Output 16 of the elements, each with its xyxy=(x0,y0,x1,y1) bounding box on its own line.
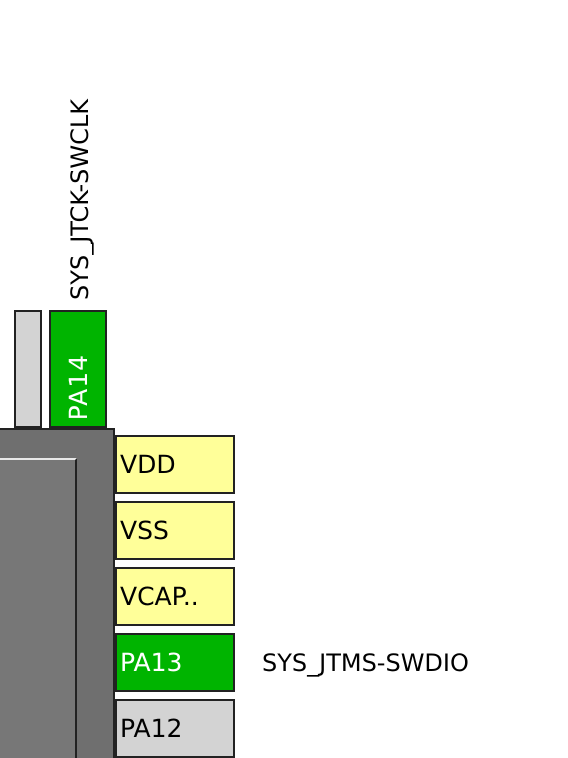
pin-box xyxy=(115,699,235,758)
chip-body xyxy=(0,428,115,758)
pin-box xyxy=(115,435,235,494)
pin-box xyxy=(115,501,235,560)
pin-label: PA13 xyxy=(119,650,182,675)
pin-box xyxy=(115,633,235,692)
pin-label: VSS xyxy=(119,518,169,543)
pin-box xyxy=(49,310,107,428)
pin-box xyxy=(115,567,235,626)
pin-label: PA12 xyxy=(119,716,182,741)
signal-label: SYS_JTMS-SWDIO xyxy=(262,651,469,675)
pin-label: PA14 xyxy=(66,354,90,420)
pin-label: VDD xyxy=(119,452,176,477)
pin-box xyxy=(14,310,42,428)
signal-label: SYS_JTCK-SWCLK xyxy=(68,99,92,300)
pin-label: VCAP.. xyxy=(119,584,199,609)
